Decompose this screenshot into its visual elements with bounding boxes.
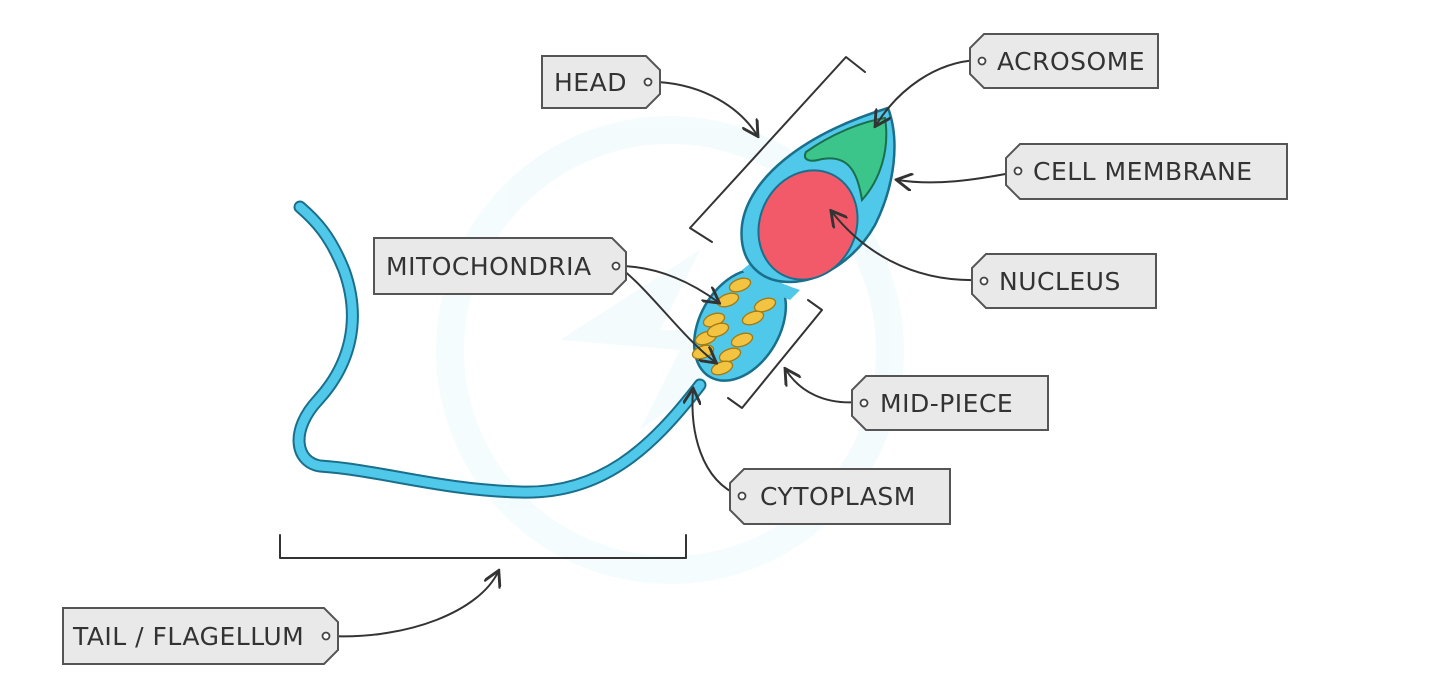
mid-piece-arrow [786,370,861,404]
head-arrow [657,81,757,135]
acrosome-arrow [876,59,979,125]
mitochondria-arrow-2 [617,265,715,362]
mitochondria-group [691,277,777,376]
label-mid-piece: MID-PIECE [851,375,1049,431]
tail-arrow [327,572,498,638]
label-acrosome: ACROSOME [969,33,1159,89]
label-tail: TAIL / FLAGELLUM [62,607,339,665]
nucleus-shape [757,169,859,281]
mid-piece-bracket [727,299,823,409]
sperm-cell [292,106,896,499]
pointer-arrows [327,59,1017,638]
mitochondria-arrow-1 [617,265,718,302]
tail-flagellum [294,202,705,497]
label-mid-piece-text: MID-PIECE [880,389,1013,418]
watermark-logo [436,116,904,584]
label-mitochondria: MITOCHONDRIA [373,237,627,295]
label-head-text: HEAD [554,68,627,97]
label-cell-membrane-text: CELL MEMBRANE [1033,157,1253,186]
cell-membrane-arrow [898,171,1017,182]
label-cytoplasm: CYTOPLASM [729,468,951,525]
label-nucleus-text: NUCLEUS [999,267,1121,296]
label-nucleus: NUCLEUS [971,253,1157,309]
label-tail-text: TAIL / FLAGELLUM [72,622,304,651]
label-cytoplasm-text: CYTOPLASM [760,482,916,511]
label-mitochondria-text: MITOCHONDRIA [386,252,592,281]
acrosome-cap [804,116,888,203]
label-acrosome-text: ACROSOME [997,47,1145,76]
nucleus-arrow [832,212,979,282]
label-head: HEAD [541,55,661,109]
cytoplasm-arrow [693,390,741,497]
tail-bracket [279,534,687,559]
label-cell-membrane: CELL MEMBRANE [1005,143,1288,200]
brackets [279,56,866,559]
head-bracket [689,56,866,243]
